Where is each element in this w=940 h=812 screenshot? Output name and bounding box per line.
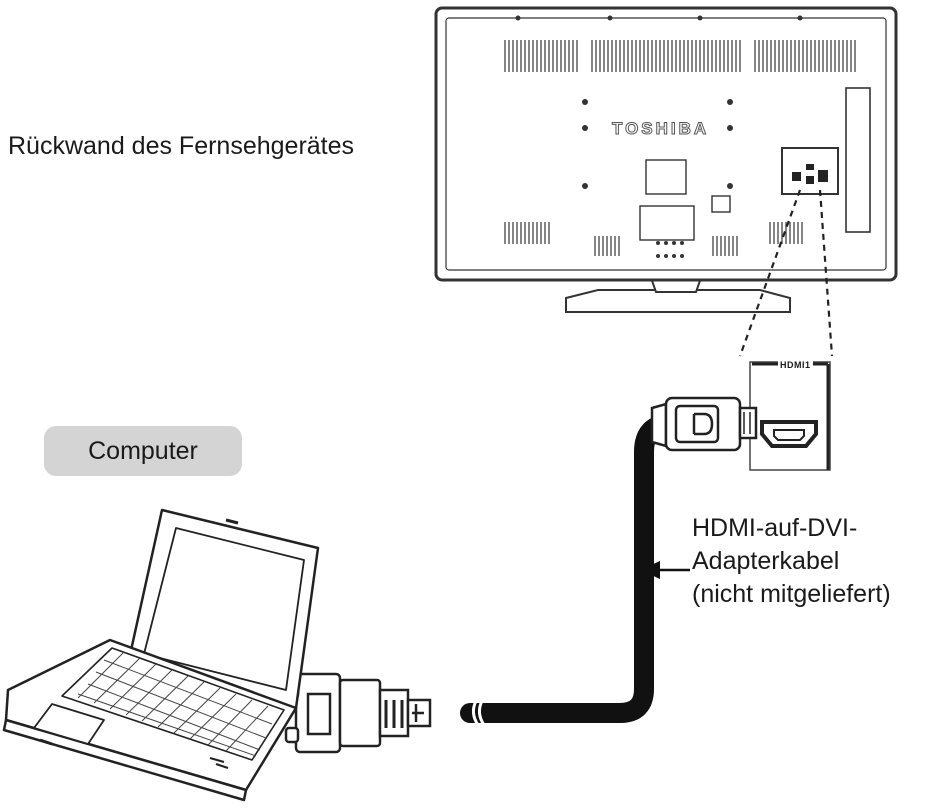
port-leader-lines (738, 189, 834, 357)
cable-label-line-3: (nicht mitgeliefert) (692, 580, 891, 608)
computer-label: Computer (88, 436, 198, 465)
tv-rear-label: Rückwand des Fernsehgerätes (8, 132, 355, 160)
cable-label-line-2: Adapterkabel (692, 547, 840, 575)
tv-rear-icon (434, 6, 898, 313)
cable-label: HDMI-auf-DVI- Adapterkabel (nicht mitgel… (692, 512, 891, 611)
cable-label-line-1: HDMI-auf-DVI- (692, 514, 858, 542)
laptop-icon (2, 508, 320, 802)
cable (460, 414, 680, 727)
hdmi1-port-label: HDMI1 (778, 360, 813, 370)
computer-badge: Computer (44, 426, 242, 476)
dvi-plug-icon (284, 672, 432, 754)
hdmi-plug-icon (650, 396, 758, 452)
arrow-left-icon (640, 561, 690, 579)
tv-top-vents (504, 40, 856, 72)
tv-brand-logo: TOSHIBA (611, 119, 710, 139)
hdmi-port-icon (749, 361, 831, 471)
